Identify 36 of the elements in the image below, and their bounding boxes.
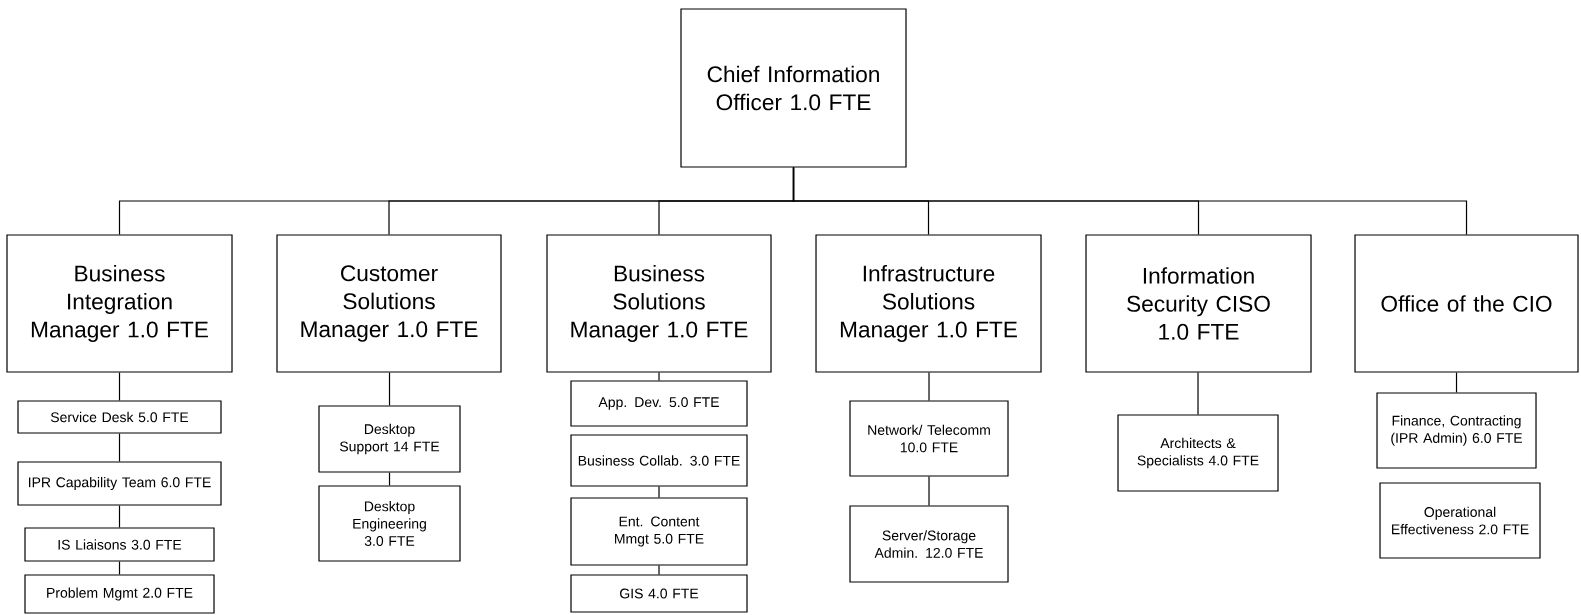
team-box: Network/ Telecomm 10.0 FTE — [849, 400, 1009, 477]
org-box: Business Solutions Manager 1.0 FTE — [546, 234, 772, 373]
team-box: Ent. Content Mmgt 5.0 FTE — [570, 497, 748, 566]
team-box: GIS 4.0 FTE — [570, 574, 748, 613]
connector-line — [792, 167, 1468, 235]
connector-line — [658, 486, 660, 498]
team-box: IPR Capability Team 6.0 FTE — [17, 461, 222, 506]
team-box: Service Desk 5.0 FTE — [17, 400, 222, 434]
connector-line — [1197, 372, 1199, 415]
connector-line — [118, 372, 121, 401]
team-box: IS Liaisons 3.0 FTE — [24, 527, 215, 562]
connector-line — [118, 433, 121, 462]
connector-line — [388, 472, 391, 486]
team-box: Operational Effectiveness 2.0 FTE — [1379, 482, 1541, 559]
org-box: Office of the CIO — [1354, 234, 1579, 373]
org-box: Chief Information Officer 1.0 FTE — [680, 8, 907, 168]
org-box: Information Security CISO 1.0 FTE — [1085, 234, 1312, 373]
team-box: Desktop Engineering 3.0 FTE — [318, 485, 461, 562]
team-box: Problem Mgmt 2.0 FTE — [24, 574, 215, 614]
connector-line — [928, 372, 930, 401]
connector-line — [658, 565, 660, 575]
connector-line — [658, 372, 660, 381]
team-box: Finance, Contracting (IPR Admin) 6.0 FTE — [1376, 392, 1537, 469]
org-box: Business Integration Manager 1.0 FTE — [6, 234, 233, 373]
team-box: Server/Storage Admin. 12.0 FTE — [849, 505, 1009, 583]
org-box: Customer Solutions Manager 1.0 FTE — [276, 234, 502, 373]
connector-line — [118, 505, 121, 528]
connector-line — [928, 476, 930, 506]
org-box: Infrastructure Solutions Manager 1.0 FTE — [815, 234, 1042, 373]
connector-line — [118, 561, 121, 575]
team-box: Architects & Specialists 4.0 FTE — [1117, 414, 1279, 492]
connector-line — [1455, 372, 1458, 393]
team-box: Desktop Support 14 FTE — [318, 405, 461, 473]
team-box: Business Collab. 3.0 FTE — [570, 434, 748, 487]
connector-line — [388, 372, 391, 406]
team-box: App. Dev. 5.0 FTE — [570, 380, 748, 427]
